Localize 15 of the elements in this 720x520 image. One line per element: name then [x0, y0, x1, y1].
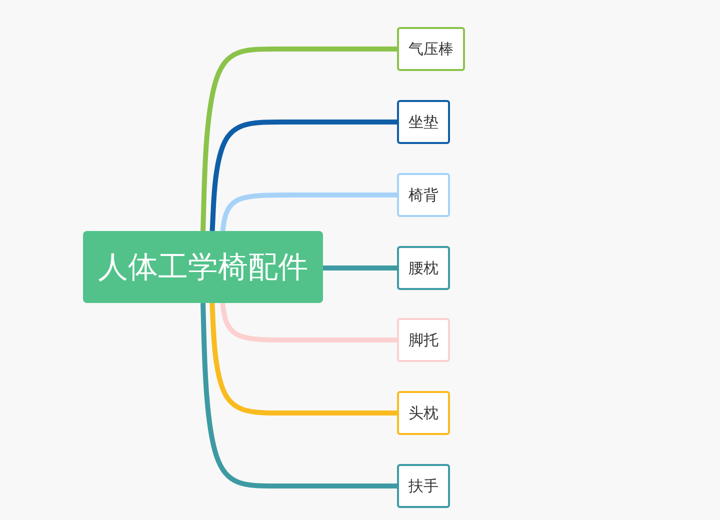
- branch-line: [210, 120, 400, 234]
- subtopic-box: 头枕: [397, 391, 450, 435]
- subtopic-box: 扶手: [397, 464, 450, 508]
- branch-line: [200, 46, 400, 234]
- branch-line: [220, 192, 400, 234]
- branch-line: [210, 300, 400, 416]
- branch-line: [323, 266, 397, 270]
- branch-line: [220, 300, 400, 342]
- subtopic-box: 椅背: [397, 173, 450, 217]
- branch-line: [200, 300, 400, 488]
- subtopic-box: 腰枕: [397, 246, 450, 290]
- subtopic-box: 坐垫: [397, 100, 450, 144]
- subtopic-box: 气压棒: [397, 27, 465, 71]
- subtopic-box: 脚托: [397, 318, 450, 362]
- central-topic-box: 人体工学椅配件: [83, 231, 323, 303]
